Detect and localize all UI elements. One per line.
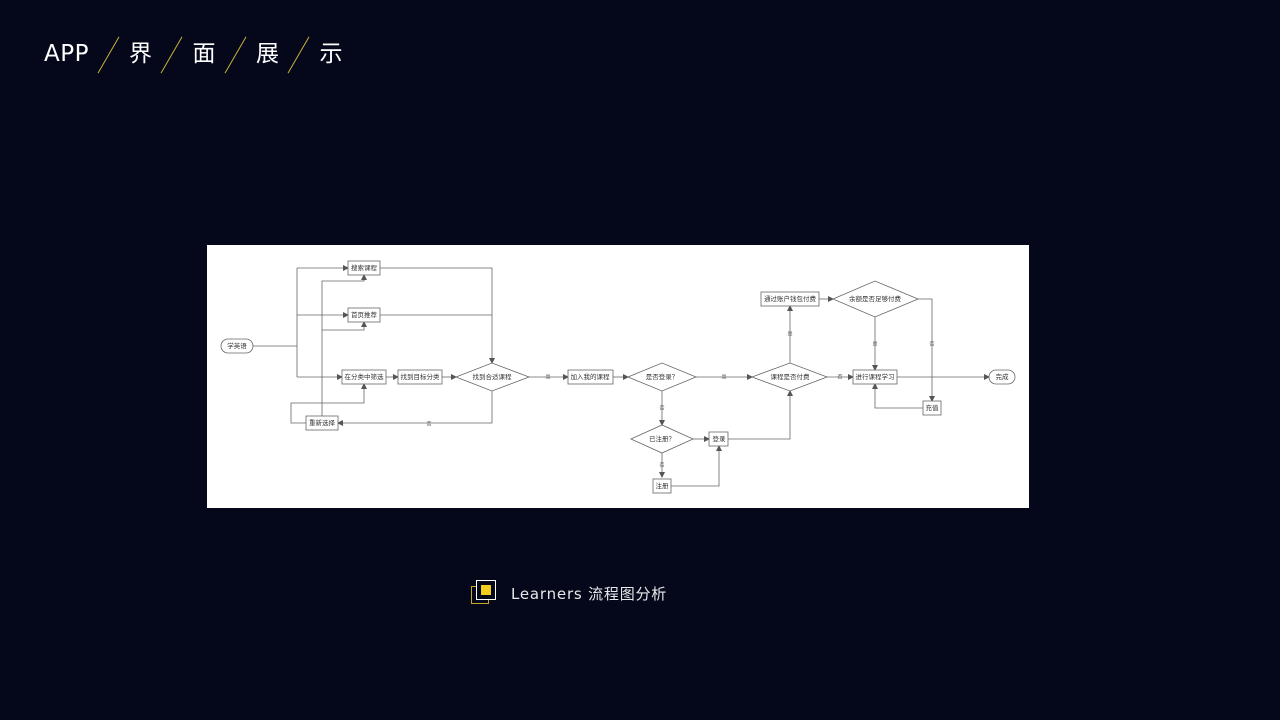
node-signup: 注册 — [656, 481, 670, 490]
layered-square-icon — [471, 580, 497, 606]
decision-registered — [630, 424, 694, 454]
edge-label-found-yes: 是 — [545, 375, 550, 381]
flow-node-shapes — [220, 260, 1016, 494]
edge-label-found-no: 否 — [426, 422, 431, 428]
edge-label-paid-no: 否 — [837, 375, 842, 381]
node-paid: 课程是否付费 — [771, 372, 811, 381]
node-search: 搜索课程 — [351, 263, 378, 272]
process-pay — [760, 291, 820, 307]
edge-label-logged-no: 否 — [659, 406, 664, 412]
node-add-course: 加入我的课程 — [571, 372, 611, 381]
edge-label-balance-no: 否 — [929, 342, 934, 348]
node-pay: 通过账户钱包付费 — [764, 294, 817, 303]
flowchart-card: 学英语 搜索课程 首页推荐 在分类中筛选 找到目标分类 重新选择 找到合适课程 … — [207, 245, 1029, 508]
node-reselect: 重新选择 — [309, 418, 336, 427]
caption-text: Learners 流程图分析 — [511, 584, 668, 603]
flow-edge-labels: 否 是 是 否 否 否 是 是 否 — [426, 332, 934, 469]
node-end: 完成 — [996, 372, 1010, 381]
node-home: 首页推荐 — [351, 310, 378, 319]
terminal-end — [988, 369, 1016, 385]
flow-node-labels: 学英语 搜索课程 首页推荐 在分类中筛选 找到目标分类 重新选择 找到合适课程 … — [227, 263, 1009, 490]
process-login — [708, 431, 729, 447]
title-part-2: 面 — [192, 41, 216, 67]
process-study — [852, 369, 898, 385]
slash-divider — [285, 35, 313, 73]
process-filter — [341, 369, 387, 385]
flowchart-diagram: 学英语 搜索课程 首页推荐 在分类中筛选 找到目标分类 重新选择 找到合适课程 … — [220, 260, 1016, 494]
node-filter: 在分类中筛选 — [345, 372, 385, 381]
node-start: 学英语 — [227, 341, 247, 350]
process-signup — [652, 478, 672, 494]
process-reselect — [305, 415, 339, 431]
slash-divider — [158, 35, 186, 73]
node-find-category: 找到目标分类 — [401, 372, 441, 381]
page-header: APP 界 面 展 示 — [44, 34, 343, 74]
caption: Learners 流程图分析 — [471, 579, 667, 607]
node-found: 找到合适课程 — [473, 372, 513, 381]
slash-divider — [95, 35, 123, 73]
process-find-category — [397, 369, 443, 385]
node-study: 进行课程学习 — [856, 372, 895, 381]
decision-balance — [831, 280, 920, 318]
title-part-4: 示 — [319, 41, 343, 67]
node-balance: 余额是否足够付费 — [849, 294, 902, 303]
node-registered: 已注册？ — [649, 434, 675, 443]
decision-found — [454, 362, 531, 392]
title-part-app: APP — [44, 41, 89, 67]
terminal-start — [220, 338, 254, 354]
process-search — [347, 260, 381, 276]
node-login: 登录 — [713, 434, 727, 443]
decision-logged-in — [626, 362, 698, 392]
process-add-course — [567, 369, 614, 385]
process-home — [347, 307, 381, 323]
node-logged-in: 是否登录？ — [646, 372, 679, 381]
title-part-1: 界 — [128, 41, 153, 67]
edge-label-balance-yes: 是 — [872, 342, 877, 348]
flow-edges — [253, 265, 990, 487]
decision-paid — [750, 362, 829, 392]
title-part-3: 展 — [255, 41, 280, 67]
edge-label-paid-yes: 是 — [787, 332, 792, 338]
slash-divider — [222, 35, 250, 73]
node-recharge: 充值 — [926, 403, 940, 412]
process-recharge — [922, 400, 942, 416]
edge-label-logged-yes: 是 — [721, 375, 726, 381]
edge-label-registered-no: 否 — [659, 463, 664, 469]
